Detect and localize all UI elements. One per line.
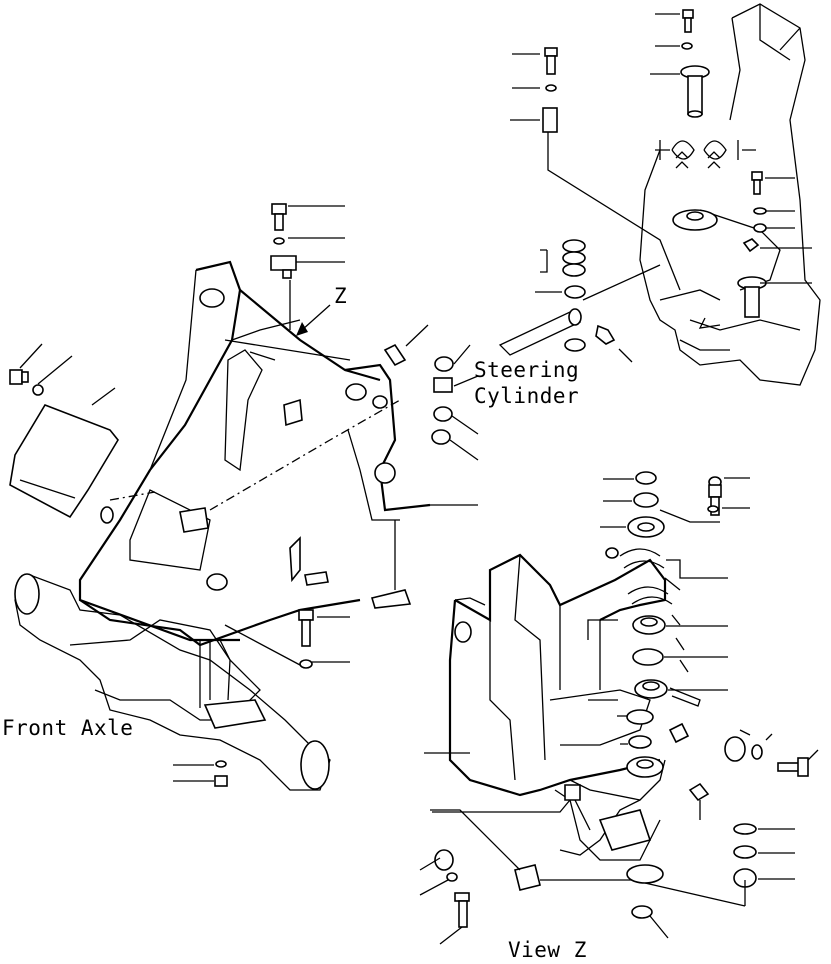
leader-lines-front-frame bbox=[19, 205, 479, 782]
view-marker-z: Z bbox=[334, 284, 348, 308]
frame-boss-upper-left bbox=[199, 288, 225, 308]
front-frame-group bbox=[9, 203, 454, 791]
shim-left bbox=[671, 140, 695, 169]
front-frame-right-plate bbox=[344, 363, 431, 512]
pin-icon bbox=[542, 107, 558, 133]
cover-plate bbox=[9, 404, 119, 519]
mounting-tab bbox=[370, 589, 412, 609]
hinge-pin bbox=[687, 75, 703, 115]
front-axle-body bbox=[14, 574, 331, 791]
view-z-arrow bbox=[301, 304, 331, 331]
steering-cylinder-label-line1: Steering bbox=[474, 358, 580, 382]
bolt-icon bbox=[682, 9, 694, 19]
bushing-right bbox=[724, 736, 746, 762]
rear-frame-outline bbox=[639, 3, 821, 386]
steering-cylinder-label-line2: Cylinder bbox=[474, 384, 580, 408]
centerline bbox=[209, 399, 401, 511]
view-z-lower-bracket bbox=[598, 809, 652, 851]
leader-lines-view-z bbox=[419, 477, 819, 945]
spacer-icon bbox=[433, 377, 453, 393]
view-z-group bbox=[430, 471, 809, 928]
shim-right bbox=[703, 140, 727, 169]
rear-frame-hinge-group bbox=[498, 3, 821, 386]
bushing-icon bbox=[562, 239, 586, 253]
grease-fitting-icon bbox=[742, 238, 760, 253]
link-arm bbox=[224, 349, 263, 472]
leader-lines-top-right bbox=[510, 13, 812, 363]
frame-opening bbox=[129, 489, 211, 571]
bracket-icon bbox=[179, 507, 209, 533]
view-z-frame-upper bbox=[454, 553, 667, 622]
view-z-label: View Z bbox=[508, 938, 587, 962]
washer-icon bbox=[681, 42, 693, 50]
front-axle-label: Front Axle bbox=[2, 716, 134, 740]
